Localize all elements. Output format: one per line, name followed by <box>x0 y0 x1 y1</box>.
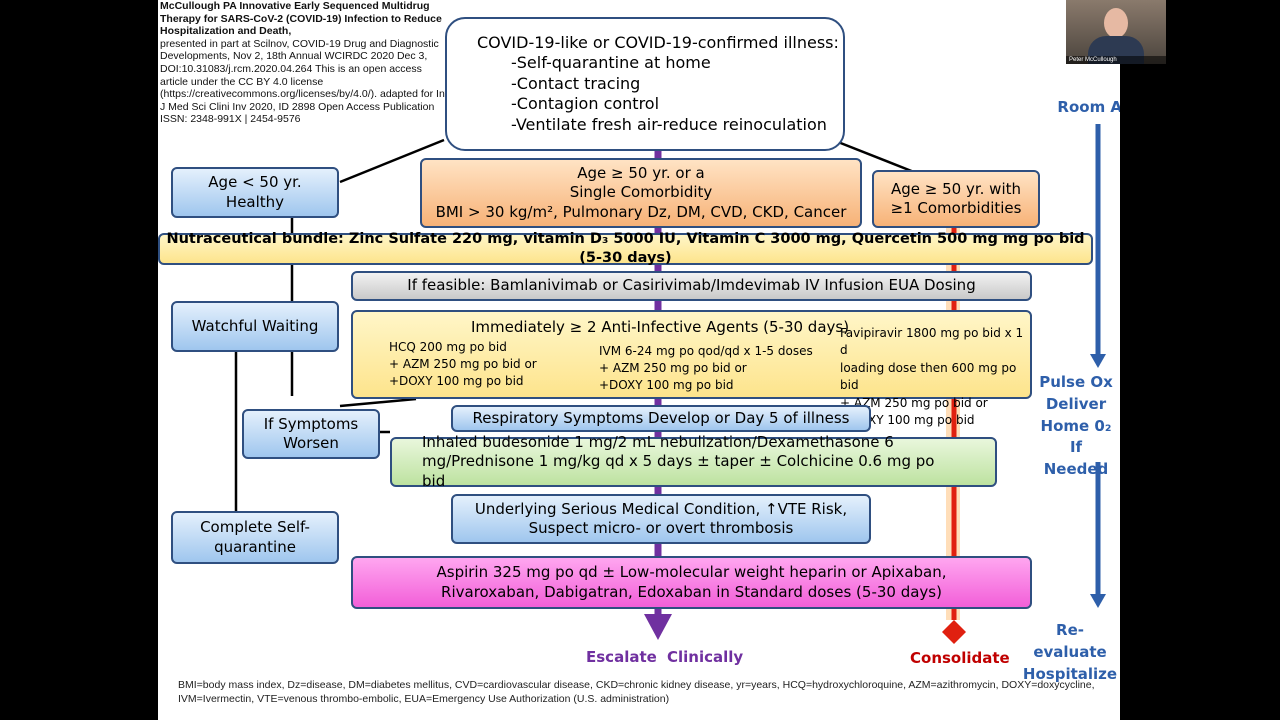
respiratory-box: Respiratory Symptoms Develop or Day 5 of… <box>451 405 871 432</box>
col2-line: +DOXY 100 mg po bid <box>599 377 734 392</box>
illness-item: -Contact tracing <box>511 73 641 93</box>
aspirin-box: Aspirin 325 mg po qd ± Low-molecular wei… <box>351 556 1032 609</box>
inhaled-label: Inhaled budesonide 1 mg/2 mL nebulizatio… <box>422 433 935 490</box>
watchful-waiting-box: Watchful Waiting <box>171 301 339 352</box>
complete-self-quarantine-label: Complete Self-quarantine <box>200 518 310 556</box>
consolidate-diamond <box>942 620 966 644</box>
age-multi-label: Age ≥ 50 yr. with ≥1 Comorbidities <box>890 179 1022 217</box>
col3-line: Favipiravir 1800 mg po bid x 1 d <box>840 326 1024 358</box>
col3-line: +DOXY 100 mg po bid <box>840 412 975 427</box>
citation-title: McCullough PA Innovative Early Sequenced… <box>160 0 442 38</box>
presenter-head <box>1104 8 1128 38</box>
room-air-label: Room Air <box>1057 98 1120 116</box>
if-symptoms-worsen-box: If Symptoms Worsen <box>242 409 380 459</box>
underlying-label: Underlying Serious Medical Condition, ↑V… <box>474 499 848 537</box>
age-single-line1: Age ≥ 50 yr. or a <box>577 164 705 183</box>
anti-infective-title: Immediately ≥ 2 Anti-Infective Agents (5… <box>471 318 850 336</box>
anti-infective-col3: Favipiravir 1800 mg po bid x 1 d loading… <box>840 325 1030 429</box>
respiratory-label: Respiratory Symptoms Develop or Day 5 of… <box>472 408 850 427</box>
anti-infective-col2: IVM 6-24 mg po qod/qd x 1-5 doses + AZM … <box>599 343 813 393</box>
escalate-label: Escalate <box>586 648 657 666</box>
col3-line: + AZM 250 mg po bid or <box>840 395 988 410</box>
col1-line: + AZM 250 mg po bid or <box>389 356 537 371</box>
infusion-box: If feasible: Bamlanivimab or Casirivimab… <box>351 271 1032 301</box>
if-symptoms-worsen-label: If Symptoms Worsen <box>263 414 359 452</box>
col2-line: + AZM 250 mg po bid or <box>599 360 747 375</box>
reevaluate-label: Re-evaluate Hospitalize <box>1022 621 1118 683</box>
inhaled-box: Inhaled budesonide 1 mg/2 mL nebulizatio… <box>390 433 997 490</box>
presenter-webcam: Peter McCullough <box>1066 0 1166 64</box>
consolidate-label: Consolidate <box>910 649 1010 667</box>
illness-item: -Contagion control <box>511 94 660 114</box>
underlying-box: Underlying Serious Medical Condition, ↑V… <box>451 494 871 544</box>
age-single-comorbidity-box: Age ≥ 50 yr. or a Single Comorbidity BMI… <box>420 158 862 228</box>
infusion-label: If feasible: Bamlanivimab or Casirivimab… <box>407 276 976 295</box>
clinically-label: Clinically <box>667 648 744 666</box>
age-under-50-box: Age < 50 yr. Healthy <box>171 167 339 218</box>
col1-line: +DOXY 100 mg po bid <box>389 373 524 388</box>
illness-item: -Self-quarantine at home <box>511 53 711 73</box>
col2-line: IVM 6-24 mg po qod/qd x 1-5 doses <box>599 344 813 358</box>
footnote: BMI=body mass index, Dz=disease, DM=diab… <box>178 679 1095 706</box>
col1-line: HCQ 200 mg po bid <box>389 340 507 354</box>
presenter-name: Peter McCullough <box>1066 56 1166 64</box>
age-multi-comorbidity-box: Age ≥ 50 yr. with ≥1 Comorbidities <box>872 170 1040 228</box>
complete-self-quarantine-box: Complete Self-quarantine <box>171 511 339 564</box>
anti-infective-col1: HCQ 200 mg po bid + AZM 250 mg po bid or… <box>389 339 537 389</box>
illness-box: COVID-19-like or COVID-19-confirmed illn… <box>445 17 845 151</box>
illness-item: -Ventilate fresh air-reduce reinoculatio… <box>511 114 827 134</box>
nutraceutical-label: Nutraceutical bundle: Zinc Sulfate 220 m… <box>166 231 1085 266</box>
watchful-waiting-label: Watchful Waiting <box>191 316 319 335</box>
nutraceutical-box: Nutraceutical bundle: Zinc Sulfate 220 m… <box>158 231 1093 266</box>
age-under-50-label: Age < 50 yr. Healthy <box>208 173 302 211</box>
age-single-line3: BMI > 30 kg/m², Pulmonary Dz, DM, CVD, C… <box>435 202 847 221</box>
illness-title: COVID-19-like or COVID-19-confirmed illn… <box>477 32 839 52</box>
citation: McCullough PA Innovative Early Sequenced… <box>160 0 450 126</box>
escalate-arrow-head <box>644 614 672 640</box>
anti-infective-box: Immediately ≥ 2 Anti-Infective Agents (5… <box>351 310 1032 427</box>
citation-body: presented in part at Scilnov, COVID-19 D… <box>160 37 448 126</box>
col3-line: loading dose then 600 mg po bid <box>840 360 1017 393</box>
aspirin-label: Aspirin 325 mg po qd ± Low-molecular wei… <box>436 563 947 601</box>
pulse-ox-label: Pulse Ox Deliver Home 0₂ If Needed <box>1039 373 1113 478</box>
slide: McCullough PA Innovative Early Sequenced… <box>158 0 1120 720</box>
age-single-line2: Single Comorbidity <box>569 183 713 202</box>
